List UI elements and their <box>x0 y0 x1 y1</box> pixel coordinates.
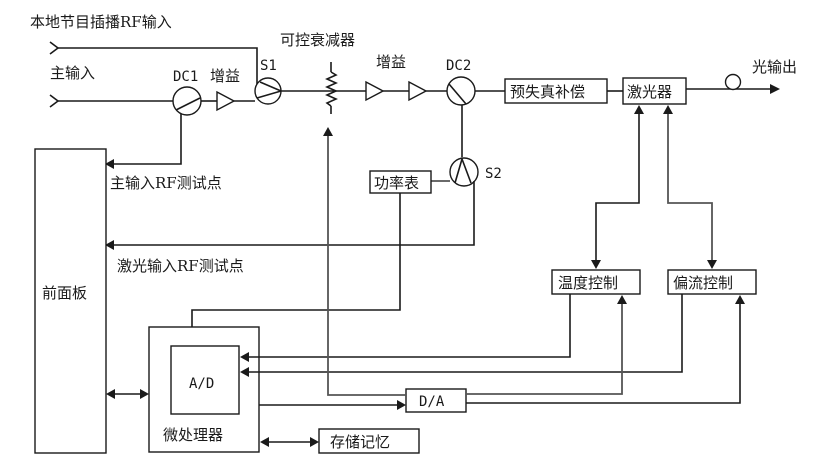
laser-box <box>622 77 687 105</box>
s2-label: S2 <box>485 166 502 182</box>
laser-rf-test-label: 激光输入RF测试点 <box>117 257 244 275</box>
main-rf-test-arrow-icon <box>105 159 114 169</box>
local-input-chevron-icon <box>49 41 60 55</box>
predistortion-box <box>504 78 608 104</box>
memory-box <box>318 428 420 454</box>
main-rf-test-line <box>113 114 182 165</box>
da-to-temp-arrow-icon <box>617 295 627 304</box>
main-rf-test-label: 主输入RF测试点 <box>110 174 222 192</box>
laser-temp-arrow-down-icon <box>591 260 601 269</box>
laser-temp-link <box>595 113 640 260</box>
panel-mcu-arrow-left-icon <box>106 389 115 399</box>
s1-switch-icon <box>254 77 282 105</box>
predistortion-label: 预失真补偿 <box>510 83 585 101</box>
front-panel-label: 前面板 <box>42 284 87 302</box>
microprocessor-label: 微处理器 <box>163 426 223 444</box>
attenuator-resistor-icon <box>325 62 338 114</box>
front-panel-box <box>34 148 107 454</box>
da-to-bias-arrow-icon <box>735 295 745 304</box>
dc1-coupler-icon <box>172 86 202 116</box>
optical-output-arrow-icon <box>770 84 780 94</box>
bias-to-ad-arrow-icon <box>240 367 249 377</box>
laser-bias-arrow-down-icon <box>707 260 717 269</box>
gain2-amplifier-b-icon <box>408 80 428 102</box>
local-input-line <box>58 47 258 88</box>
attenuator-label: 可控衰减器 <box>280 31 355 49</box>
laser-rf-test-line <box>113 181 475 246</box>
s2-switch-icon <box>449 156 479 187</box>
da-to-bias-line <box>466 303 741 404</box>
memory-label: 存储记忆 <box>330 433 390 451</box>
local-rf-input-label: 本地节目插播RF输入 <box>30 13 172 31</box>
gain1-label: 增益 <box>210 67 240 85</box>
panel-mcu-arrow-right-icon <box>140 389 149 399</box>
s1-label: S1 <box>260 58 277 74</box>
temp-control-label: 温度控制 <box>558 274 618 292</box>
laser-bias-link <box>667 113 713 260</box>
laser-bias-arrow-up-icon <box>663 105 673 114</box>
mcu-memory-arrow-right-icon <box>310 437 319 447</box>
temp-to-ad-arrow-icon <box>240 352 249 362</box>
power-meter-to-ad-line <box>191 193 401 340</box>
power-meter-label: 功率表 <box>374 174 419 192</box>
laser-rf-test-arrow-icon <box>105 240 114 250</box>
mcu-memory-arrow-left-icon <box>260 437 269 447</box>
laser-temp-arrow-up-icon <box>634 105 644 114</box>
ad-converter-box <box>170 345 240 415</box>
ad-label: A/D <box>189 376 214 392</box>
bias-control-box <box>667 269 757 295</box>
bias-to-ad-line <box>248 294 683 373</box>
gain2-amplifier-a-icon <box>365 80 385 102</box>
temp-to-ad-line <box>248 294 571 358</box>
da-to-attenuator-arrow-icon <box>323 127 333 136</box>
main-input-chevron-icon <box>49 94 60 108</box>
optical-output-label: 光输出 <box>752 58 797 76</box>
gain2-label: 增益 <box>376 53 406 71</box>
da-converter-box <box>405 388 467 413</box>
gain1-amplifier-icon <box>216 90 236 112</box>
da-to-attenuator-line <box>327 135 406 396</box>
bias-control-label: 偏流控制 <box>673 274 733 292</box>
da-to-temp-line <box>466 303 623 395</box>
dc2-label: DC2 <box>446 58 471 74</box>
dc1-label: DC1 <box>173 69 198 85</box>
main-input-label: 主输入 <box>50 64 95 82</box>
optical-connector-icon <box>724 73 742 91</box>
mcu-to-da-arrow-icon <box>397 400 406 410</box>
laser-label: 激光器 <box>627 83 672 101</box>
da-label: D/A <box>419 394 445 410</box>
temp-control-box <box>551 269 641 295</box>
dc2-coupler-icon <box>446 76 476 106</box>
